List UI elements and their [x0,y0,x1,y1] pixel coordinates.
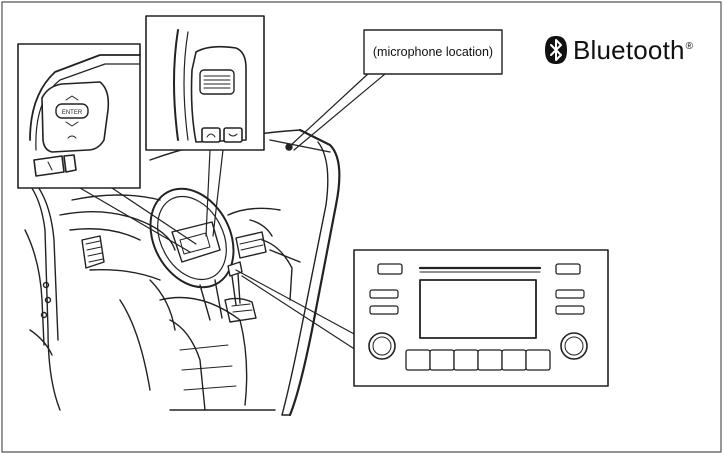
steering-switch-inset-left: ENTER [18,44,140,188]
preset-buttons [406,350,550,370]
microphone-location-text: (microphone location) [373,45,493,59]
svg-text:ENTER: ENTER [62,110,83,116]
microphone-location-label: (microphone location) [364,30,502,74]
audio-unit-inset [354,250,608,386]
bluetooth-wordmark: Bluetooth® [573,35,693,66]
bluetooth-name: Bluetooth [573,35,685,65]
steering-switch-inset-right [146,16,264,150]
bluetooth-brand: Bluetooth® [543,30,693,70]
registered-mark: ® [686,41,694,52]
